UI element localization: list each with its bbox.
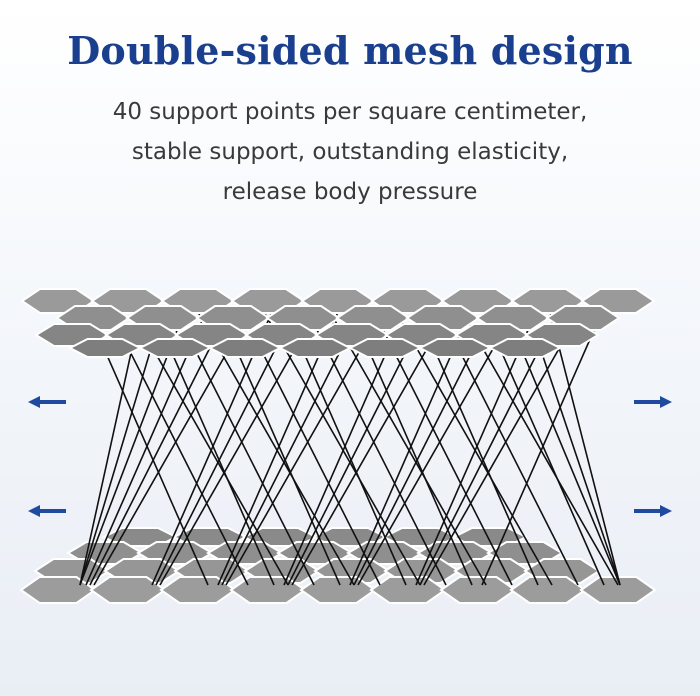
bottom-mesh-layer xyxy=(19,527,657,604)
spacer-fiber xyxy=(109,311,249,586)
spacer-fiber xyxy=(89,311,229,586)
stretch-arrows xyxy=(28,396,672,517)
top-right-arrow xyxy=(634,396,672,408)
spacer-fiber xyxy=(93,311,251,586)
spacer-fiber xyxy=(159,311,317,586)
description: 40 support points per square centimeter,… xyxy=(0,92,700,212)
description-line-2: stable support, outstanding elasticity, xyxy=(131,139,569,165)
bottom-mesh-cell xyxy=(579,576,657,604)
left-arrow-icon xyxy=(28,396,40,408)
bottom-left-arrow xyxy=(28,505,66,517)
spacer-fiber xyxy=(549,311,621,586)
spacer-fiber xyxy=(481,311,603,586)
top-mesh-layer xyxy=(20,288,656,358)
spacer-fiber xyxy=(291,311,449,586)
spacer-fiber xyxy=(225,311,383,586)
top-mesh-cell xyxy=(67,338,143,358)
right-arrow-icon xyxy=(660,396,672,408)
spacer-fiber xyxy=(483,311,605,586)
spacer-fiber xyxy=(357,311,515,586)
spacer-fiber xyxy=(175,311,315,586)
description-line-3: release body pressure xyxy=(222,179,478,205)
spacer-fiber xyxy=(79,311,141,586)
description-line-1: 40 support points per square centimeter, xyxy=(112,99,588,125)
bottom-right-arrow xyxy=(634,505,672,517)
spacer-fiber xyxy=(155,311,295,586)
top-mesh-cell xyxy=(277,338,353,358)
headline: Double-sided mesh design xyxy=(67,28,633,73)
top-mesh-cell xyxy=(347,338,423,358)
right-arrow-icon xyxy=(660,505,672,517)
top-mesh-cell xyxy=(207,338,283,358)
top-mesh-cell xyxy=(487,338,563,358)
spacer-fiber xyxy=(423,311,581,586)
left-arrow-icon xyxy=(28,505,40,517)
top-left-arrow xyxy=(28,396,66,408)
spacer-fiber xyxy=(221,311,361,586)
top-mesh-cell xyxy=(137,338,213,358)
spacer-fiber xyxy=(241,311,381,586)
top-mesh-cell xyxy=(417,338,493,358)
spacer-fiber xyxy=(79,311,163,586)
